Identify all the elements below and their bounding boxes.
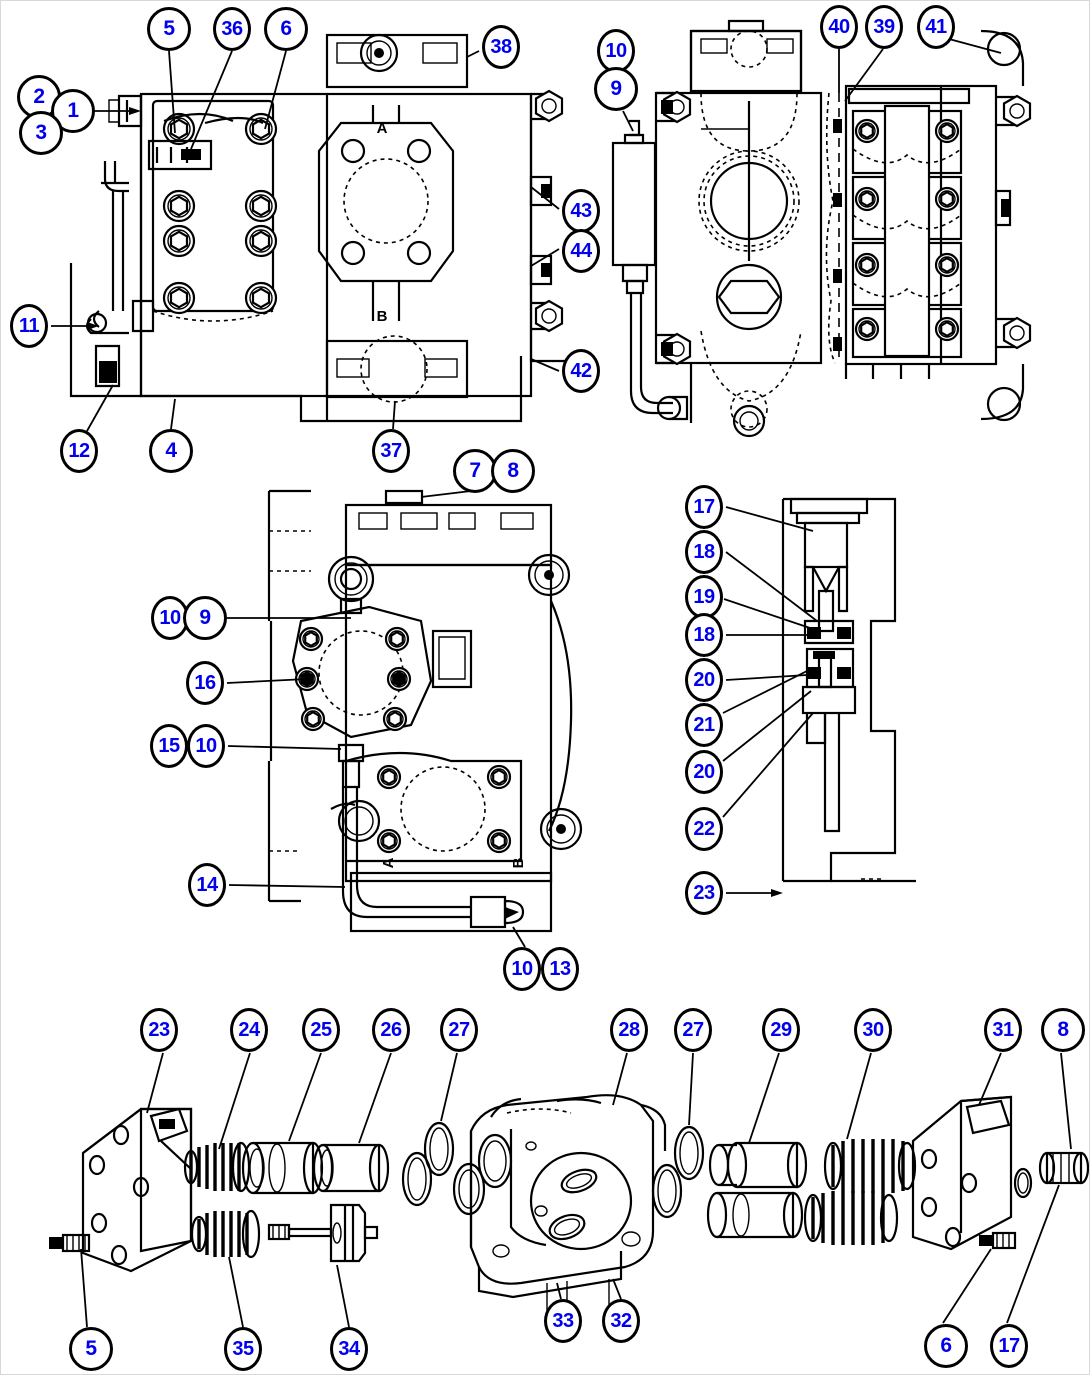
callout-10[interactable]: 10 (187, 724, 225, 768)
callout-20[interactable]: 20 (685, 658, 723, 702)
callout-13[interactable]: 13 (541, 947, 579, 991)
callout-9[interactable]: 9 (183, 596, 227, 640)
svg-text:A: A (380, 857, 397, 868)
callout-10[interactable]: 10 (503, 947, 541, 991)
view-bottom-exploded (49, 1094, 1089, 1311)
callout-35[interactable]: 35 (224, 1327, 262, 1371)
callout-19[interactable]: 19 (685, 575, 723, 619)
callout-37[interactable]: 37 (372, 429, 410, 473)
valve-body-32 (452, 1094, 667, 1311)
callout-3[interactable]: 3 (19, 111, 63, 155)
callout-14[interactable]: 14 (188, 863, 226, 907)
callout-15[interactable]: 15 (150, 724, 188, 768)
callout-4[interactable]: 4 (149, 429, 193, 473)
callout-36[interactable]: 36 (213, 7, 251, 51)
callout-38[interactable]: 38 (482, 25, 520, 69)
callout-34[interactable]: 34 (330, 1327, 368, 1371)
callout-44[interactable]: 44 (562, 229, 600, 273)
spring-24 (183, 1141, 251, 1193)
callout-40[interactable]: 40 (820, 5, 858, 49)
spring-30-lower (803, 1191, 899, 1245)
callout-41[interactable]: 41 (917, 5, 955, 49)
view-middle-right-cartridge-section (781, 497, 916, 883)
view-top-right-pump-end (611, 19, 1032, 438)
callout-25[interactable]: 25 (302, 1008, 340, 1052)
callout-30[interactable]: 30 (854, 1008, 892, 1052)
leader-lines (51, 38, 1072, 1328)
callout-23[interactable]: 23 (685, 871, 723, 915)
callout-9[interactable]: 9 (594, 67, 638, 111)
callout-33[interactable]: 33 (544, 1299, 582, 1343)
svg-text:B: B (510, 857, 527, 868)
callout-20[interactable]: 20 (685, 750, 723, 794)
callout-22[interactable]: 22 (685, 807, 723, 851)
svg-text:A: A (377, 120, 388, 137)
view-top-left-pump-body: A B (69, 33, 571, 423)
callout-5[interactable]: 5 (69, 1327, 113, 1371)
callout-8[interactable]: 8 (1041, 1008, 1085, 1052)
callout-27[interactable]: 27 (440, 1008, 478, 1052)
callout-12[interactable]: 12 (60, 429, 98, 473)
callout-6[interactable]: 6 (924, 1324, 968, 1368)
callout-39[interactable]: 39 (865, 5, 903, 49)
callout-31[interactable]: 31 (984, 1008, 1022, 1052)
callout-23[interactable]: 23 (140, 1008, 178, 1052)
callout-18[interactable]: 18 (685, 530, 723, 574)
callout-17[interactable]: 17 (990, 1324, 1028, 1368)
callout-17[interactable]: 17 (685, 485, 723, 529)
callout-43[interactable]: 43 (562, 189, 600, 233)
callout-28[interactable]: 28 (610, 1008, 648, 1052)
callout-10[interactable]: 10 (151, 596, 189, 640)
callout-26[interactable]: 26 (372, 1008, 410, 1052)
spring-35 (190, 1209, 261, 1259)
callout-24[interactable]: 24 (230, 1008, 268, 1052)
spring-30-upper (823, 1139, 917, 1193)
callout-8[interactable]: 8 (491, 449, 535, 493)
callout-27[interactable]: 27 (674, 1008, 712, 1052)
callout-29[interactable]: 29 (762, 1008, 800, 1052)
svg-text:B: B (377, 308, 388, 325)
callout-6[interactable]: 6 (264, 7, 308, 51)
callout-5[interactable]: 5 (147, 7, 191, 51)
callout-11[interactable]: 11 (10, 304, 48, 348)
callout-32[interactable]: 32 (602, 1299, 640, 1343)
callout-18[interactable]: 18 (685, 613, 723, 657)
callout-16[interactable]: 16 (186, 661, 224, 705)
callout-21[interactable]: 21 (685, 703, 723, 747)
callout-42[interactable]: 42 (562, 349, 600, 393)
